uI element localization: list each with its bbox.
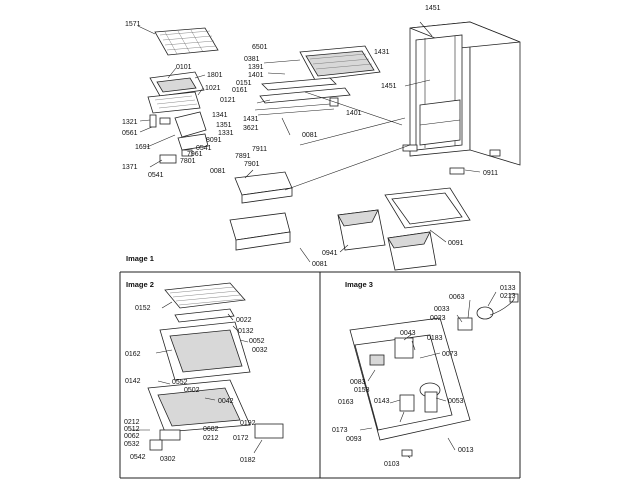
callout-label: 0163 [338,399,354,406]
callout-label: 0212 [203,435,219,442]
callout-label: 1371 [122,164,138,171]
callout-label: 0162 [125,351,141,358]
callout-label: 0512 [124,426,140,433]
callout-label: 0101 [176,64,192,71]
callout-label: 0052 [249,338,265,345]
callout-label: 6501 [252,44,268,51]
callout-label: 0073 [442,351,458,358]
callout-label: 0542 [130,454,146,461]
callout-label: 0541 [148,172,164,179]
callout-label: 0053 [448,398,464,405]
callout-label: 0213 [500,293,516,300]
callout-label: 0182 [240,457,256,464]
callout-label: 0152 [135,305,151,312]
image3-parts: 0133 0213 0063 0033 0023 0043 0183 0073 … [332,285,519,468]
callout-label: 0161 [232,87,248,94]
callout-label: 0532 [124,441,140,448]
callout-label: 0062 [124,433,140,440]
callout-label: 0103 [384,461,400,468]
callout-label: 0541 [196,145,212,152]
callout-label: 0022 [236,317,252,324]
panel-label-image3: Image 3 [345,280,373,289]
callout-label: 1451 [381,83,397,90]
callout-label: 7911 [252,146,267,153]
callout-label: 0093 [346,436,362,443]
callout-label: 1391 [248,64,264,71]
callout-label: 0183 [427,335,443,342]
callout-label: 0911 [483,170,498,177]
callout-label: 0302 [160,456,176,463]
callout-label: 0552 [172,379,188,386]
callout-label: 0081 [210,168,226,175]
callout-label: 0133 [500,285,516,292]
panel-label-image1: Image 1 [126,254,154,263]
image2-parts: 0152 0022 0132 0052 0032 0162 0552 0502 … [124,282,284,464]
callout-label: 3621 [243,125,259,132]
callout-label: 1451 [425,5,441,12]
callout-label: 0063 [449,294,465,301]
image1-parts: 1571 0101 1801 1021 1321 0561 1691 1371 … [122,5,521,271]
callout-label: 1571 [125,21,141,28]
callout-label: 7891 [235,153,251,160]
panel-label-image2: Image 2 [126,280,154,289]
callout-label: 0941 [322,250,338,257]
callout-label: 1801 [207,72,223,79]
callout-label: 0502 [184,387,200,394]
callout-label: 1351 [216,122,232,129]
callout-label: 1431 [374,49,390,56]
callout-label: 1331 [218,130,234,137]
callout-label: 0682 [203,426,219,433]
callout-label: 0561 [122,130,138,137]
callout-label: 0023 [430,315,446,322]
callout-label: 1321 [122,119,138,126]
callout-label: 8091 [206,137,222,144]
callout-label: 0042 [218,398,234,405]
callout-label: 7801 [180,158,196,165]
callout-label: 0081 [302,132,318,139]
callout-label: 0091 [448,240,464,247]
callout-label: 0033 [434,306,450,313]
callout-label: 0143 [374,398,390,405]
callout-label: 1401 [248,72,264,79]
panel-borders [119,271,521,479]
callout-label: 0173 [332,427,348,434]
callout-label: 0172 [233,435,249,442]
callout-label: 1431 [243,116,259,123]
callout-label: 7901 [244,161,260,168]
callout-label: 7961 [187,151,203,158]
callout-label: 0132 [238,328,254,335]
callout-label: 1401 [346,110,362,117]
callout-label: 0212 [124,419,140,426]
callout-label: 0032 [252,347,268,354]
callout-label: 0151 [236,80,252,87]
callout-label: 0153 [354,387,370,394]
callout-label: 1341 [212,112,228,119]
callout-label: 0013 [458,447,474,454]
callout-label: 0121 [220,97,236,104]
callout-label: 0043 [400,330,416,337]
callout-label: 1021 [205,85,221,92]
callout-label: 0083 [350,379,366,386]
callout-label: 0381 [244,56,260,63]
callout-label: 1691 [135,144,151,151]
callout-label: 0081 [312,261,328,268]
callout-label: 0142 [125,378,141,385]
callout-label: 0192 [240,420,256,427]
